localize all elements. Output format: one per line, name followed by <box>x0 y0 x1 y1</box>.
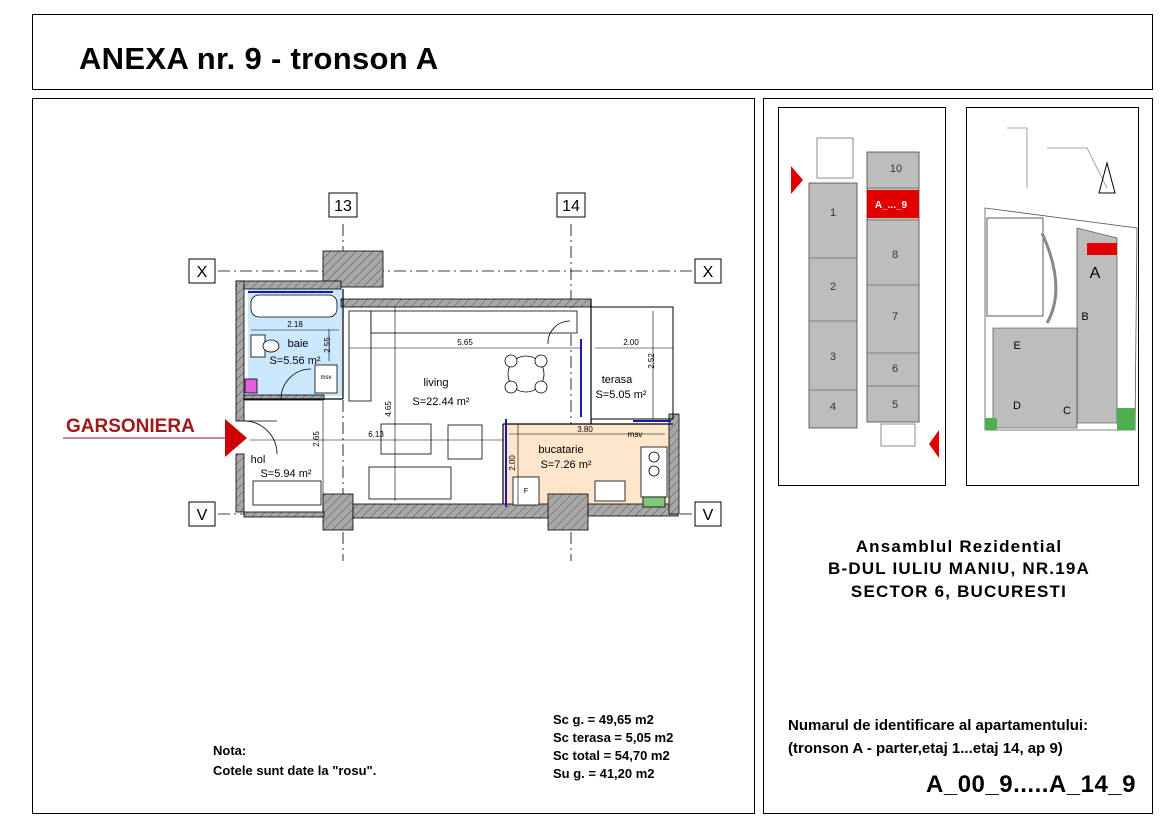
svg-text:5: 5 <box>892 399 898 411</box>
identification-detail: (tronson A - parter,etaj 1...etaj 14, ap… <box>788 740 1063 757</box>
svg-text:4: 4 <box>830 401 836 413</box>
axis-label-v-left: V <box>188 501 216 527</box>
room-name-bucatarie: bucatarie <box>538 444 583 456</box>
svg-text:X: X <box>197 264 208 281</box>
area-scg: Sc g. = 49,65 m2 <box>553 712 654 727</box>
svg-text:2.00: 2.00 <box>508 455 517 471</box>
site-plan-map: A B E D C <box>966 107 1139 486</box>
identification-code: A_00_9.....A_14_9 <box>926 771 1136 798</box>
entrance-arrow-icon <box>225 419 247 457</box>
svg-text:3: 3 <box>830 351 836 363</box>
dimension-lines <box>250 307 673 511</box>
svg-text:6.13: 6.13 <box>368 430 384 439</box>
room-area-hol: S=5.94 m² <box>260 468 311 480</box>
map-exit-arrow-icon <box>929 430 939 458</box>
svg-text:4.65: 4.65 <box>384 401 393 417</box>
room-area-bucatarie: S=7.26 m² <box>540 459 591 471</box>
svg-text:msv: msv <box>321 375 332 381</box>
svg-text:D: D <box>1013 400 1021 412</box>
address-line-3: SECTOR 6, BUCURESTI <box>850 582 1068 601</box>
svg-text:X: X <box>703 264 714 281</box>
svg-text:5.65: 5.65 <box>457 338 473 347</box>
svg-text:msv: msv <box>628 430 643 439</box>
room-name-baie: baie <box>288 338 309 350</box>
address-line-2: B-DUL IULIU MANIU, NR.19A <box>827 559 1091 578</box>
room-name-hol: hol <box>251 454 266 466</box>
windows <box>248 291 671 507</box>
room-name-living: living <box>423 377 448 389</box>
partitions <box>244 289 674 504</box>
svg-text:2.65: 2.65 <box>312 431 321 447</box>
svg-text:8: 8 <box>892 249 898 261</box>
room-name-terasa: terasa <box>602 374 633 386</box>
axis-label-x-right: X <box>694 258 722 284</box>
door-swings <box>243 420 278 455</box>
room-area-terasa: S=5.05 m² <box>595 389 646 401</box>
svg-text:2: 2 <box>830 281 836 293</box>
svg-text:7: 7 <box>892 311 898 323</box>
info-panel: A_..._9 10 1 8 2 7 3 6 4 5 <box>763 98 1153 814</box>
svg-text:V: V <box>197 507 208 524</box>
axis-label-x-left: X <box>188 258 216 284</box>
building-location-map: A_..._9 10 1 8 2 7 3 6 4 5 <box>778 107 946 486</box>
svg-text:E: E <box>1013 340 1020 352</box>
floor-plan-drawing: 13 14 X X V V <box>63 192 722 561</box>
address-line-1: Ansamblul Rezidential <box>855 537 1063 556</box>
axis-label-13: 13 <box>328 192 358 218</box>
svg-text:1: 1 <box>830 207 836 219</box>
dimension-labels: 2.18 2.55 5.65 2.00 2.52 4.65 6.13 3.80 … <box>287 320 656 495</box>
living-furniture <box>252 310 578 506</box>
svg-text:B: B <box>1081 311 1088 323</box>
svg-text:A: A <box>1090 265 1101 282</box>
identification-label: Numarul de identificare al apartamentulu… <box>788 717 1089 734</box>
building-map-drawing: A_..._9 10 1 8 2 7 3 6 4 5 <box>791 137 939 458</box>
svg-text:13: 13 <box>334 198 352 215</box>
svg-text:10: 10 <box>890 163 902 175</box>
svg-text:A_..._9: A_..._9 <box>875 200 908 211</box>
svg-text:2.00: 2.00 <box>623 338 639 347</box>
title-box: ANEXA nr. 9 - tronson A <box>32 14 1153 90</box>
site-plan-drawing: A B E D C <box>984 127 1138 431</box>
svg-text:3.80: 3.80 <box>577 425 593 434</box>
area-total: Sc total = 54,70 m2 <box>553 748 670 763</box>
area-terasa: Sc terasa = 5,05 m2 <box>553 730 674 745</box>
area-summary: Sc g. = 49,65 m2 Sc terasa = 5,05 m2 Sc … <box>553 711 673 783</box>
svg-text:2.55: 2.55 <box>323 337 332 353</box>
map-entrance-arrow-icon <box>791 166 803 194</box>
note-text: Cotele sunt date la "rosu". <box>213 763 377 778</box>
highlighted-apartment <box>867 190 919 218</box>
room-labels: baie S=5.56 m² living S=22.44 m² terasa … <box>251 338 647 480</box>
page-title: ANEXA nr. 9 - tronson A <box>79 41 439 76</box>
bath-fixtures <box>244 294 338 400</box>
svg-text:V: V <box>703 507 714 524</box>
svg-text:F: F <box>524 488 528 495</box>
note-title: Nota: <box>213 743 247 758</box>
floor-plan-panel: 13 14 X X V V <box>32 98 755 814</box>
walls <box>235 250 680 531</box>
svg-text:2.18: 2.18 <box>287 320 303 329</box>
north-arrow-icon <box>1098 161 1116 194</box>
axis-label-14: 14 <box>556 192 586 218</box>
svg-text:C: C <box>1063 405 1071 417</box>
svg-text:14: 14 <box>562 198 580 215</box>
room-area-baie: S=5.56 m² <box>269 355 320 367</box>
svg-text:2.52: 2.52 <box>647 353 656 369</box>
kitchen-fixtures <box>512 446 668 508</box>
area-sug: Su g. = 41,20 m2 <box>553 766 655 781</box>
axis-label-v-right: V <box>694 501 722 527</box>
room-area-living: S=22.44 m² <box>412 396 470 408</box>
svg-text:6: 6 <box>892 363 898 375</box>
apartment-type-label: GARSONIERA <box>66 416 195 437</box>
